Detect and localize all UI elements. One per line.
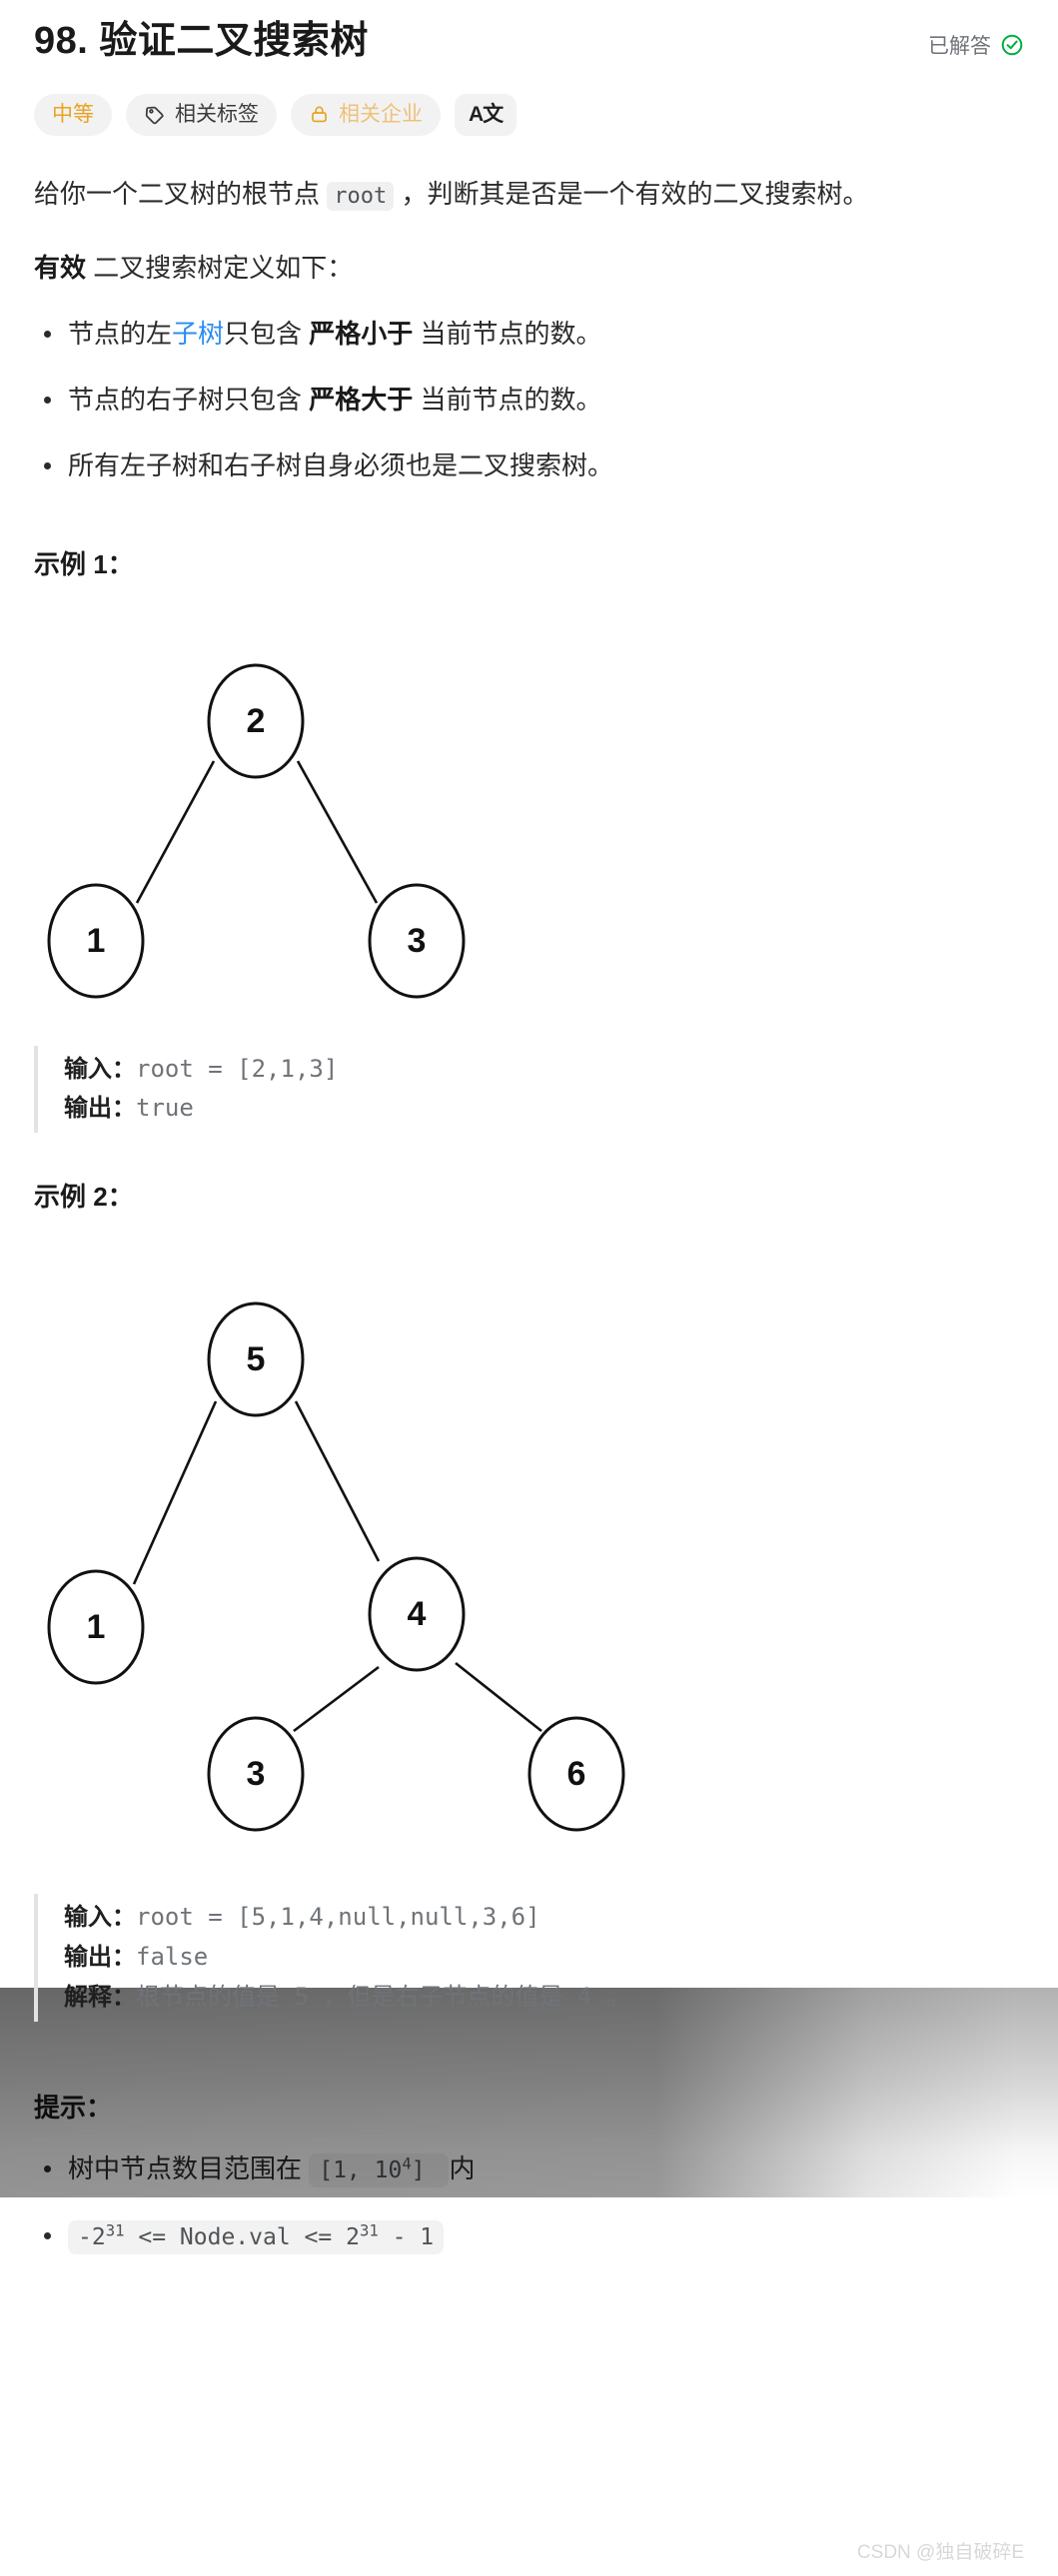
- hint-1-code-sup: 4: [402, 2153, 412, 2173]
- example-1-tree: 2 1 3: [34, 603, 1024, 1028]
- rule-text-b: 只包含: [224, 318, 310, 349]
- example-2-output-line: 输出：false: [64, 1938, 1024, 1978]
- tree-node-3: 3: [408, 922, 427, 960]
- status-label: 已解答: [928, 35, 991, 58]
- translate-icon: A文: [469, 103, 504, 126]
- difficulty-pill[interactable]: 中等: [34, 93, 112, 136]
- hints-heading: 提示：: [34, 2092, 113, 2123]
- rule-strong: 严格小于: [309, 318, 414, 349]
- rule-text-c: 当前节点的数。: [413, 318, 602, 349]
- hint-2-code-plain: -2: [78, 2223, 106, 2250]
- intro-text-after: ，判断其是否是一个有效的二叉搜索树。: [394, 178, 869, 209]
- page-title: 98. 验证二叉搜索树: [34, 20, 369, 62]
- rule-text-a: 节点的左: [68, 318, 173, 349]
- tree-node-4: 4: [408, 1595, 427, 1633]
- tag-row: 中等 相关标签 相关企业 A文: [34, 93, 1024, 136]
- hint-1-prefix: 树中节点数目范围在: [68, 2152, 310, 2183]
- input-value: root = [5,1,4,null,null,3,6]: [136, 1903, 540, 1932]
- hint-2-code-sup2: 31: [359, 2219, 379, 2239]
- rule-text-a: 所有左子树和右子树自身必须也是二叉搜索树。: [68, 450, 614, 481]
- problem-intro: 给你一个二叉树的根节点 root ，判断其是否是一个有效的二叉搜索树。: [34, 170, 1024, 218]
- rule-strong: 严格大于: [309, 384, 414, 415]
- related-companies-button[interactable]: 相关企业: [291, 93, 441, 136]
- definition-line: 有效 二叉搜索树定义如下：: [34, 244, 1024, 292]
- tree-node-1: 1: [87, 1608, 106, 1646]
- binary-tree-diagram-1: 2 1 3: [47, 663, 466, 999]
- related-tags-label: 相关标签: [175, 103, 259, 126]
- hint-1-code-tail: ]: [411, 2156, 440, 2183]
- output-value: true: [136, 1094, 194, 1123]
- rules-list: 节点的左子树只包含 严格小于 当前节点的数。 节点的右子树只包含 严格大于 当前…: [34, 314, 1024, 486]
- csdn-watermark: CSDN @独自破碎E: [856, 2542, 1024, 2563]
- example-1-heading: 示例 1：: [34, 548, 134, 579]
- root-inline-code: root: [327, 181, 395, 211]
- example-2-explain-line: 解释：根节点的值是 5 ，但是右子节点的值是 4 。: [64, 1978, 1024, 2018]
- input-label: 输入：: [64, 1055, 136, 1083]
- output-label: 输出：: [64, 1944, 136, 1972]
- list-item: 节点的左子树只包含 严格小于 当前节点的数。: [44, 314, 1024, 354]
- example-2-section: 示例 2： 5 1 4 3 6 输入：root = [5,1,4,null,nu…: [34, 1177, 1024, 2022]
- example-2-io: 输入：root = [5,1,4,null,null,3,6] 输出：false…: [34, 1894, 1024, 2022]
- tree-node-1: 1: [87, 922, 106, 960]
- related-companies-label: 相关企业: [339, 103, 423, 126]
- tree-node-5: 5: [247, 1340, 266, 1378]
- intro-text-before: 给你一个二叉树的根节点: [34, 178, 328, 209]
- tree-node-6: 6: [567, 1755, 586, 1793]
- tree-node-3: 3: [247, 1755, 266, 1793]
- hints-section: 提示： 树中节点数目范围在 [1, 104] 内 -231 <= Node.va…: [34, 2088, 1024, 2255]
- hint-2-code-tail2: - 1: [378, 2223, 435, 2250]
- status-badge: 已解答: [928, 30, 1024, 60]
- list-item: 树中节点数目范围在 [1, 104] 内: [44, 2148, 1024, 2189]
- example-1-section: 示例 1： 2 1 3 输入：root = [2,1,3] 输出：true: [34, 544, 1024, 1134]
- hint-2-code: -231 <= Node.val <= 231 - 1: [68, 2219, 445, 2254]
- output-value: false: [136, 1943, 209, 1972]
- hint-2-code-tail: <= Node.val <= 2: [124, 2223, 360, 2250]
- explain-value: 根节点的值是 5 ，但是右子节点的值是 4 。: [136, 1983, 630, 2012]
- example-1-io: 输入：root = [2,1,3] 输出：true: [34, 1045, 1024, 1134]
- explain-label: 解释：: [64, 1984, 136, 2012]
- tag-icon: [144, 104, 166, 126]
- example-1-input-line: 输入：root = [2,1,3]: [64, 1050, 1024, 1090]
- check-circle-icon: [1000, 33, 1024, 57]
- list-item: -231 <= Node.val <= 231 - 1: [44, 2215, 1024, 2256]
- related-tags-button[interactable]: 相关标签: [126, 93, 277, 136]
- hint-1-code-plain: [1, 10: [319, 2156, 403, 2183]
- definition-bold: 有效: [34, 252, 87, 283]
- example-2-heading: 示例 2：: [34, 1182, 134, 1213]
- hint-1-code: [1, 104]: [309, 2152, 450, 2187]
- translate-button[interactable]: A文: [455, 93, 518, 136]
- list-item: 所有左子树和右子树自身必须也是二叉搜索树。: [44, 445, 1024, 485]
- tree-node-2: 2: [247, 702, 266, 740]
- input-label: 输入：: [64, 1904, 136, 1932]
- input-value: root = [2,1,3]: [136, 1054, 339, 1083]
- subtree-link[interactable]: 子树: [172, 318, 225, 349]
- difficulty-label: 中等: [52, 103, 94, 126]
- hints-list: 树中节点数目范围在 [1, 104] 内 -231 <= Node.val <=…: [34, 2148, 1024, 2255]
- rule-text-c: 当前节点的数。: [413, 384, 602, 415]
- output-label: 输出：: [64, 1095, 136, 1123]
- definition-rest: 二叉搜索树定义如下：: [86, 252, 354, 283]
- list-item: 节点的右子树只包含 严格大于 当前节点的数。: [44, 380, 1024, 420]
- example-2-tree: 5 1 4 3 6: [34, 1240, 1024, 1864]
- hint-1-suffix: 内: [449, 2152, 476, 2183]
- example-2-input-line: 输入：root = [5,1,4,null,null,3,6]: [64, 1898, 1024, 1938]
- binary-tree-diagram-2: 5 1 4 3 6: [47, 1301, 625, 1832]
- rule-text-a: 节点的右子树只包含: [68, 384, 310, 415]
- lock-icon: [309, 104, 330, 125]
- example-1-output-line: 输出：true: [64, 1089, 1024, 1129]
- hint-2-code-sup: 31: [105, 2219, 125, 2239]
- problem-header: 98. 验证二叉搜索树 已解答: [34, 0, 1024, 66]
